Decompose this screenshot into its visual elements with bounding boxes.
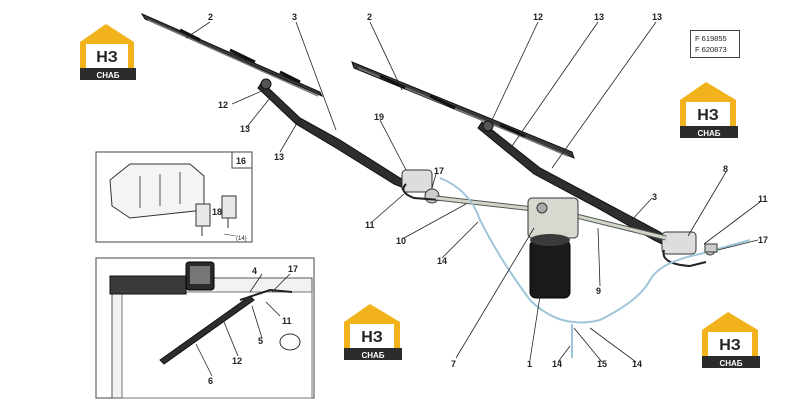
callout-9: 9 <box>596 286 601 296</box>
wiper-motor <box>527 197 579 299</box>
callout-10: 10 <box>396 236 406 246</box>
callout-3a: 3 <box>292 12 297 22</box>
washer-tubes <box>439 177 751 358</box>
logo-word-2: СНАБ <box>697 129 720 138</box>
logo-word-1: СНАБ <box>96 71 119 80</box>
callout-14c: 14 <box>632 359 642 369</box>
callout-14b: 14 <box>552 359 562 369</box>
callout-17c: 17 <box>288 264 298 274</box>
callout-13b: 13 <box>652 12 662 22</box>
wiper-blade-left <box>140 12 324 98</box>
logo-word-3: СНАБ <box>361 351 384 360</box>
callout-8: 8 <box>723 164 728 174</box>
inset-cab-view <box>95 257 315 399</box>
leader-lines <box>185 21 761 363</box>
callout-13a: 13 <box>594 12 604 22</box>
callout-12b: 12 <box>218 100 228 110</box>
callout-17b: 17 <box>758 235 768 245</box>
logo-bottom-right <box>702 312 760 368</box>
callout-11b: 11 <box>758 194 768 204</box>
logo-top-left <box>80 24 136 80</box>
callout-2b: 2 <box>367 12 372 22</box>
callout-14d: (14) <box>236 236 247 242</box>
callout-17a: 17 <box>434 166 444 176</box>
inset-reservoir <box>95 151 253 243</box>
callout-15: 15 <box>597 359 607 369</box>
logo-mark-1: НЗ <box>96 49 118 66</box>
callout-6: 6 <box>208 376 213 386</box>
reference-code-box: F 619855 F 620873 <box>690 30 740 58</box>
callout-12c: 12 <box>232 356 242 366</box>
callout-11a: 11 <box>365 220 375 230</box>
callout-14a: 14 <box>437 256 447 266</box>
logo-mark-3: НЗ <box>361 329 383 346</box>
logo-word-4: СНАБ <box>719 359 742 368</box>
logo-middle <box>344 304 402 360</box>
callout-13c: 13 <box>240 124 250 134</box>
callout-11c: 11 <box>282 316 292 326</box>
callout-3b: 3 <box>652 192 657 202</box>
callout-19: 19 <box>374 112 384 122</box>
callout-12a: 12 <box>533 12 543 22</box>
callout-4: 4 <box>252 266 257 276</box>
callout-1: 1 <box>527 359 532 369</box>
callout-2a: 2 <box>208 12 213 22</box>
reference-code-1: F 619855 <box>695 34 727 43</box>
callout-7: 7 <box>451 359 456 369</box>
callout-13d: 13 <box>274 152 284 162</box>
wiper-blade-right <box>351 61 575 159</box>
callout-16: 16 <box>236 156 246 166</box>
callout-5: 5 <box>258 336 263 346</box>
logo-top-right <box>680 82 738 138</box>
logo-mark-4: НЗ <box>719 337 741 354</box>
callout-18: 18 <box>212 207 222 217</box>
logo-mark-2: НЗ <box>697 107 719 124</box>
reference-code-2: F 620873 <box>695 45 727 54</box>
washer-nozzle <box>704 243 718 253</box>
